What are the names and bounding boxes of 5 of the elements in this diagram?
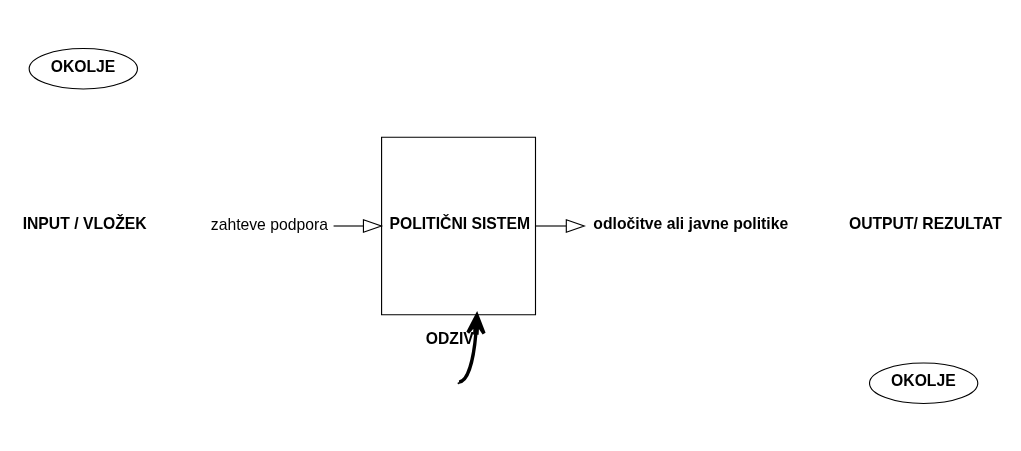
node-text: odločitve ali javne politike (593, 214, 789, 232)
node-text: OUTPUT/ REZULTAT (848, 214, 1002, 232)
node-text: zahteve podpora (210, 215, 328, 233)
edge-label: ODZIV (425, 329, 474, 347)
node-text: INPUT / VLOŽEK (22, 214, 147, 232)
